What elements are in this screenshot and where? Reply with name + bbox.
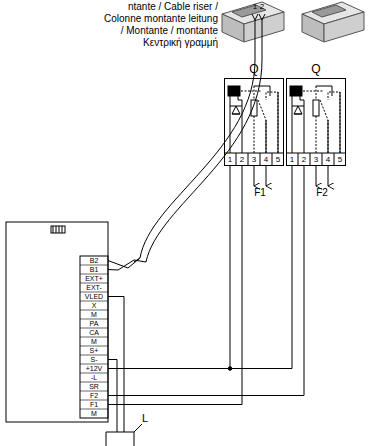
output-wire xyxy=(254,166,328,186)
output-label: F2 xyxy=(310,187,334,199)
device-label: L xyxy=(142,412,156,425)
terminal-label: EXT- xyxy=(80,283,108,292)
terminal-label: X xyxy=(80,301,108,310)
wire xyxy=(108,166,304,432)
relay-box: Q xyxy=(224,78,284,166)
terminal-label: M xyxy=(80,409,108,418)
terminal-label: +12V xyxy=(80,364,108,373)
riser-pin-number: 2 xyxy=(258,1,266,12)
relay-icon xyxy=(222,2,364,42)
pin-number: 5 xyxy=(334,154,346,166)
riser-pin-number: 1 xyxy=(251,1,259,12)
relay-symbol xyxy=(286,86,346,166)
terminal-label: M xyxy=(80,310,108,319)
terminal-label: M xyxy=(80,337,108,346)
terminal-label: SR xyxy=(80,382,108,391)
pin-number: 3 xyxy=(248,154,260,166)
terminal-label: CA xyxy=(80,328,108,337)
terminal-label: B1 xyxy=(80,265,108,274)
terminal-label: B2 xyxy=(80,256,108,265)
relay-symbol xyxy=(224,86,284,166)
relay-box: Q xyxy=(286,78,346,166)
relay-heading: Q xyxy=(287,62,345,76)
load-device xyxy=(106,424,142,446)
pin-number: 4 xyxy=(260,154,272,166)
pin-number: 2 xyxy=(298,154,310,166)
riser-note: ntante / Cable riser / Colonne montante … xyxy=(100,1,218,49)
bus-cable xyxy=(108,20,262,270)
terminal-label: F2 xyxy=(80,391,108,400)
terminal-label: -L xyxy=(80,373,108,382)
riser-terminal xyxy=(252,14,265,20)
pin-number: 1 xyxy=(224,154,236,166)
main-unit xyxy=(6,222,108,422)
pin-number: 3 xyxy=(310,154,322,166)
terminal-grid xyxy=(80,265,108,409)
terminal-label: VLED xyxy=(80,292,108,301)
output-label: F1 xyxy=(248,187,272,199)
pin-number: 1 xyxy=(286,154,298,166)
terminal-label: S+ xyxy=(80,346,108,355)
pin-number: 5 xyxy=(272,154,284,166)
relay-heading: Q xyxy=(225,62,283,76)
pin-number: 2 xyxy=(236,154,248,166)
terminal-label: EXT+ xyxy=(80,274,108,283)
terminal-label: F1 xyxy=(80,400,108,409)
pin-number: 4 xyxy=(322,154,334,166)
terminal-label: S- xyxy=(80,355,108,364)
terminal-label: PA xyxy=(80,319,108,328)
